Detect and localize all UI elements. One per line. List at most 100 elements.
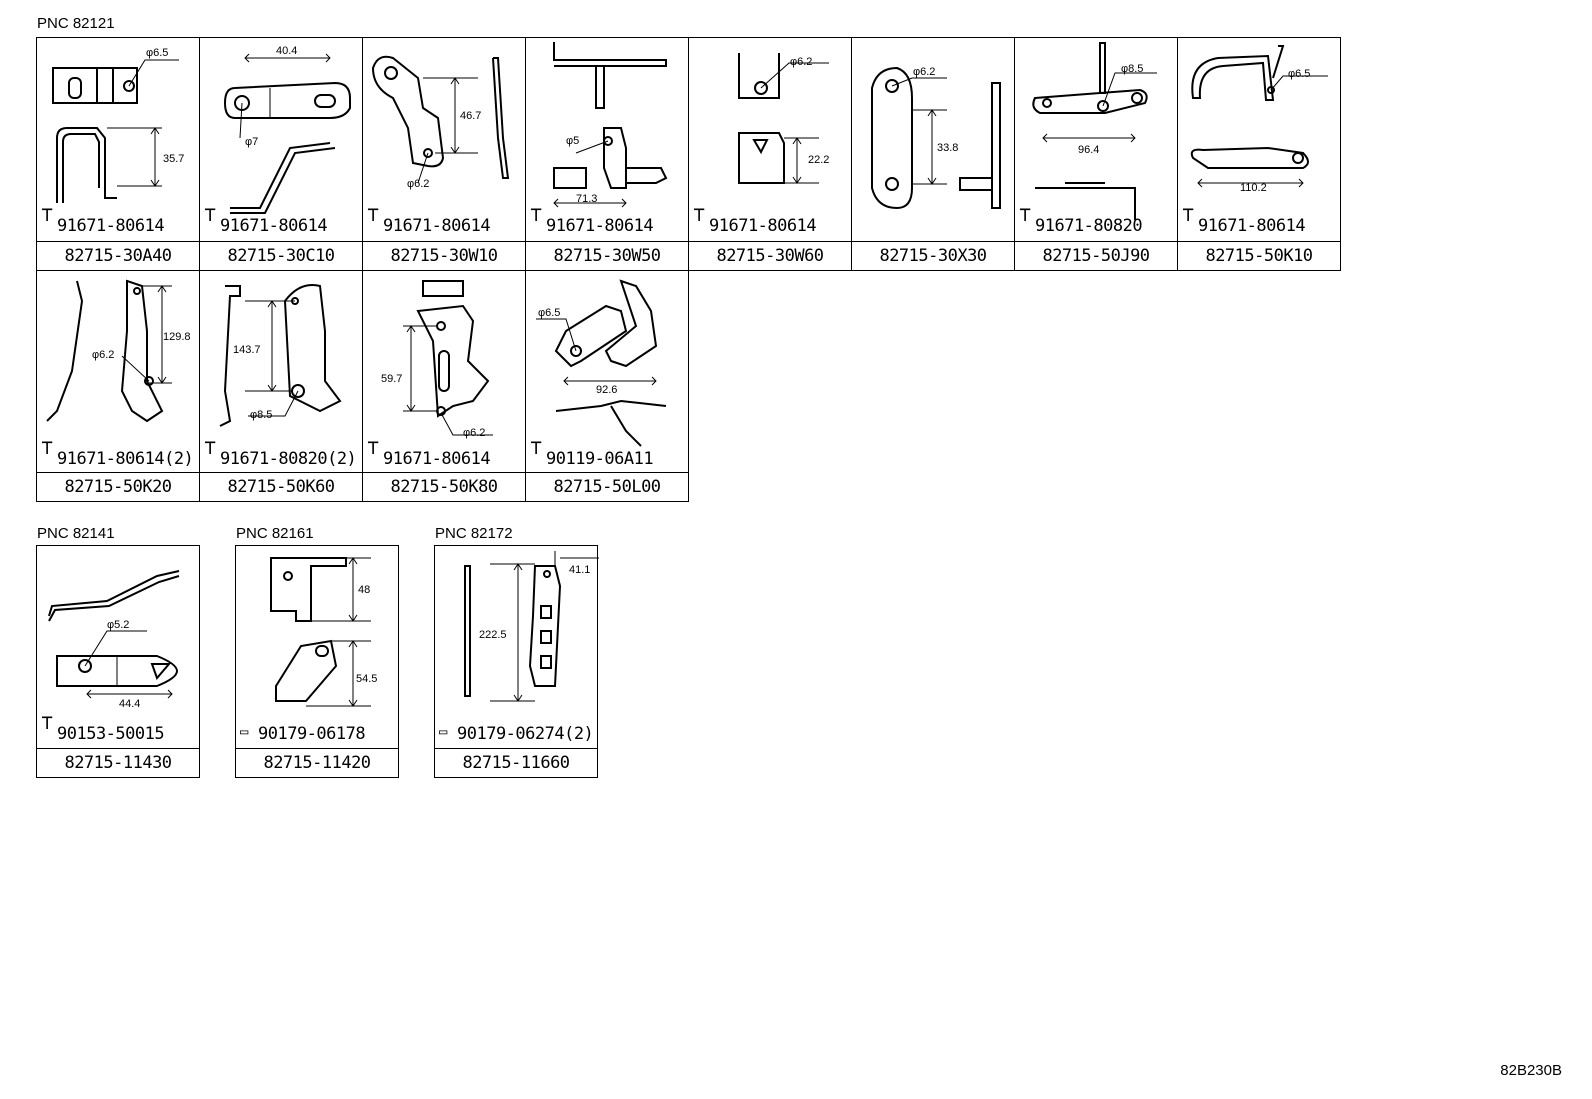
nut-icon: ▭ (439, 724, 447, 740)
fastener-number: 90179-06274(2) (457, 724, 594, 744)
bracket-drawing (403, 280, 493, 436)
pnc-label: PNC 82121 (37, 15, 115, 32)
pnc-label: PNC 82161 (236, 525, 314, 542)
dimension-label: φ5.2 (107, 619, 130, 631)
dimension-label: φ5 (566, 135, 580, 147)
part-number[interactable]: 82715-30W50 (526, 241, 688, 270)
dimension-label: 71.3 (576, 193, 598, 205)
dimension-label: φ6.2 (913, 66, 936, 78)
bracket-drawing (46, 279, 172, 423)
bracket-drawing (48, 570, 180, 699)
fastener-number: 91671-80614 (383, 216, 491, 236)
part-number[interactable]: 82715-30X30 (852, 241, 1014, 270)
part-number[interactable]: 82715-11420 (236, 748, 398, 777)
nut-icon: ▭ (240, 724, 248, 740)
part-cell[interactable]: φ6.5 92.6 ⊤ 90119-06A11 82715-50L00 (525, 270, 689, 502)
part-cell[interactable]: 143.7 φ8.5 ⊤ 91671-80820(2) 82715-50K60 (199, 270, 363, 502)
part-cell[interactable]: φ8.5 96.4 ⊤ 91671-80820 82715-50J90 (1014, 37, 1178, 271)
fastener-number: 91671-80614 (220, 216, 328, 236)
part-cell[interactable]: φ6.2 33.8 82715-30X30 (851, 37, 1015, 271)
dimension-label: φ6.5 (1288, 68, 1311, 80)
part-cell[interactable]: 48 54.5 ▭ 90179-06178 82715-11420 (235, 545, 399, 778)
dimension-label: 44.4 (119, 698, 141, 710)
part-number[interactable]: 82715-30W10 (363, 241, 525, 270)
dimension-label: 35.7 (163, 153, 185, 165)
dimension-label: φ6.2 (92, 349, 115, 361)
dimension-label: 96.4 (1078, 144, 1100, 156)
part-cell[interactable]: 59.7 φ6.2 ⊤ 91671-80614 82715-50K80 (362, 270, 526, 502)
part-number[interactable]: 82715-50K10 (1178, 241, 1340, 270)
bracket-drawing (270, 557, 371, 707)
part-number[interactable]: 82715-11660 (435, 748, 597, 777)
bolt-icon: ⊤ (41, 435, 53, 459)
fastener-number: 91671-80614(2) (57, 449, 194, 469)
dimension-label: φ6.2 (790, 56, 813, 68)
part-number[interactable]: 82715-50K60 (200, 472, 362, 501)
part-cell[interactable]: 41.1 222.5 ▭ 90179-06274(2) 82715-11660 (434, 545, 599, 778)
dimension-label: 143.7 (233, 344, 261, 356)
dimension-label: φ6.2 (407, 178, 430, 190)
dimension-label: φ7 (245, 136, 259, 148)
bolt-icon: ⊤ (1182, 202, 1194, 226)
fastener-number: 90179-06178 (258, 724, 366, 744)
part-cell[interactable]: φ6.2 22.2 ⊤ 91671-80614 82715-30W60 (688, 37, 852, 271)
bracket-drawing (464, 551, 599, 702)
bolt-icon: ⊤ (530, 202, 542, 226)
fastener-number: 90153-50015 (57, 724, 165, 744)
fastener-number: 91671-80820(2) (220, 449, 357, 469)
part-number[interactable]: 82715-50K20 (37, 472, 199, 501)
part-number[interactable]: 82715-30A40 (37, 241, 199, 270)
part-number[interactable]: 82715-50J90 (1015, 241, 1177, 270)
bolt-icon: ⊤ (367, 202, 379, 226)
dimension-label: 54.5 (356, 673, 378, 685)
part-number[interactable]: 82715-30W60 (689, 241, 851, 270)
part-number[interactable]: 82715-50K80 (363, 472, 525, 501)
bolt-icon: ⊤ (693, 202, 705, 226)
part-number[interactable]: 82715-30C10 (200, 241, 362, 270)
dimension-label: 59.7 (381, 373, 403, 385)
bolt-icon: ⊤ (1019, 202, 1031, 226)
bolt-icon: ⊤ (530, 435, 542, 459)
pnc-label: PNC 82141 (37, 525, 115, 542)
part-cell[interactable]: 40.4 φ7 ⊤ 91671-80614 82715-30C10 (199, 37, 363, 271)
bracket-drawing (553, 42, 668, 208)
part-cell[interactable]: 129.8 φ6.2 ⊤ 91671-80614(2) 82715-50K20 (36, 270, 200, 502)
dimension-label: 110.2 (1240, 182, 1267, 194)
bracket-drawing (536, 279, 667, 447)
fastener-number: 91671-80614 (57, 216, 165, 236)
fastener-number: 91671-80614 (383, 449, 491, 469)
part-cell[interactable]: 46.7 φ6.2 ⊤ 91671-80614 82715-30W10 (362, 37, 526, 271)
dimension-label: 46.7 (460, 110, 482, 122)
part-cell[interactable]: φ6.5 35.7 ⊤ 91671-80614 82715-30A40 (36, 37, 200, 271)
fastener-number: 91671-80614 (1198, 216, 1306, 236)
part-cell[interactable]: φ5.2 44.4 ⊤ 90153-50015 82715-11430 (36, 545, 200, 778)
dimension-label: 129.8 (163, 331, 191, 343)
dimension-label: φ8.5 (250, 409, 273, 421)
dimension-label: 222.5 (479, 629, 507, 641)
dimension-label: 92.6 (596, 384, 618, 396)
dimension-label: φ6.2 (463, 427, 486, 439)
dimension-label: φ6.5 (538, 307, 561, 319)
part-cell[interactable]: φ5 71.3 ⊤ 91671-80614 82715-30W50 (525, 37, 689, 271)
bracket-drawing (223, 53, 351, 214)
pnc-label: PNC 82172 (435, 525, 513, 542)
part-cell[interactable]: φ6.5 110.2 ⊤ 91671-80614 82715-50K10 (1177, 37, 1341, 271)
bolt-icon: ⊤ (367, 435, 379, 459)
dimension-label: φ6.5 (146, 47, 169, 59)
bracket-drawing (52, 59, 179, 203)
bracket-drawing (738, 53, 829, 184)
screw-icon: ⊤ (41, 710, 53, 734)
diagram-id: 82B230B (1500, 1062, 1562, 1079)
bolt-icon: ⊤ (204, 435, 216, 459)
fastener-number: 90119-06A11 (546, 449, 654, 469)
dimension-label: 40.4 (276, 45, 298, 57)
part-number[interactable]: 82715-11430 (37, 748, 199, 777)
part-number[interactable]: 82715-50L00 (526, 472, 688, 501)
bracket-drawing (371, 55, 510, 184)
dimension-label: φ8.5 (1121, 63, 1144, 75)
dimension-label: 22.2 (808, 154, 830, 166)
bracket-drawing (219, 284, 342, 427)
fastener-number: 91671-80614 (546, 216, 654, 236)
fastener-number: 91671-80820 (1035, 216, 1143, 236)
bracket-drawing (1190, 45, 1328, 188)
